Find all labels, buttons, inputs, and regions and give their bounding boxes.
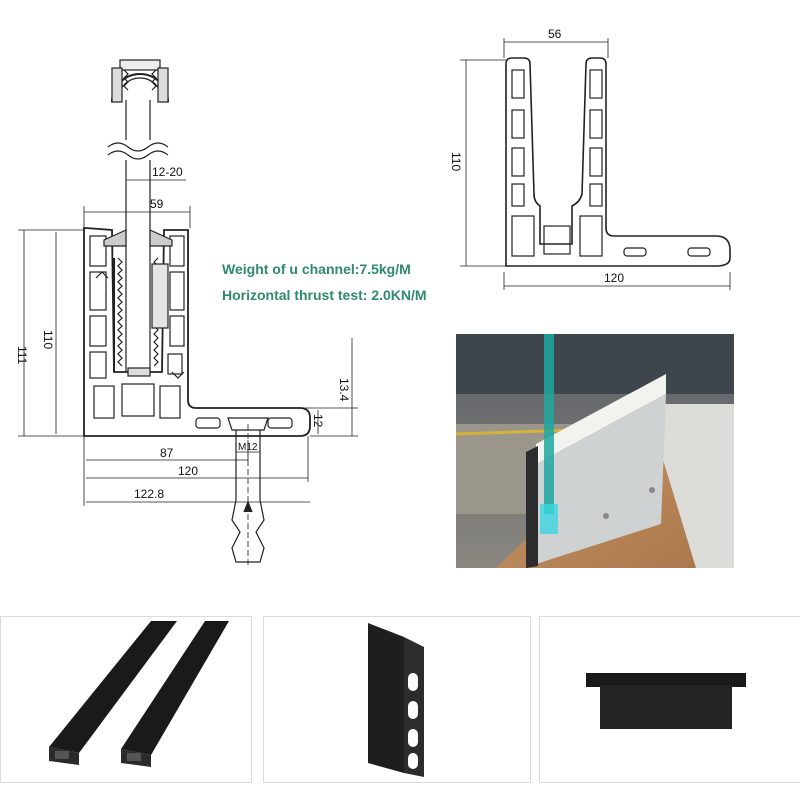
dim-top-width: 59	[150, 197, 164, 211]
right-dimension-lines	[460, 38, 731, 290]
angle-gasket-panel	[263, 616, 531, 783]
dim-to-bolt: 87	[160, 446, 174, 460]
handrail-cap	[111, 59, 169, 103]
dim-overall-height: 111	[15, 346, 29, 365]
dim-right-top-width: 56	[548, 27, 562, 41]
dim-bolt: M12	[238, 442, 258, 453]
technical-drawing: 12-20 59 111 110 13.4 12 M12 87 120 122.…	[15, 27, 731, 566]
dim-right-height: 110	[449, 152, 463, 171]
weight-spec: Weight of u channel:7.5kg/M	[222, 261, 411, 277]
dim-overall-width: 122.8	[134, 487, 164, 501]
dim-flange-height: 13.4	[337, 378, 351, 402]
dim-flange-thickness: 12	[311, 414, 325, 428]
dim-glass-range: 12-20	[152, 165, 183, 179]
glass-pane	[107, 100, 169, 373]
dim-right-base-width: 120	[604, 271, 624, 285]
rubber-strip-panel	[0, 616, 252, 783]
dim-inner-height: 110	[41, 330, 55, 349]
left-dimension-lines	[18, 179, 358, 506]
spec-text: Weight of u channel:7.5kg/M Horizontal t…	[222, 256, 427, 308]
product-photo	[456, 334, 734, 568]
thrust-spec: Horizontal thrust test: 2.0KN/M	[222, 287, 427, 303]
right-profile	[505, 57, 731, 267]
setting-block-panel	[539, 616, 800, 783]
dim-base-width: 120	[178, 464, 198, 478]
